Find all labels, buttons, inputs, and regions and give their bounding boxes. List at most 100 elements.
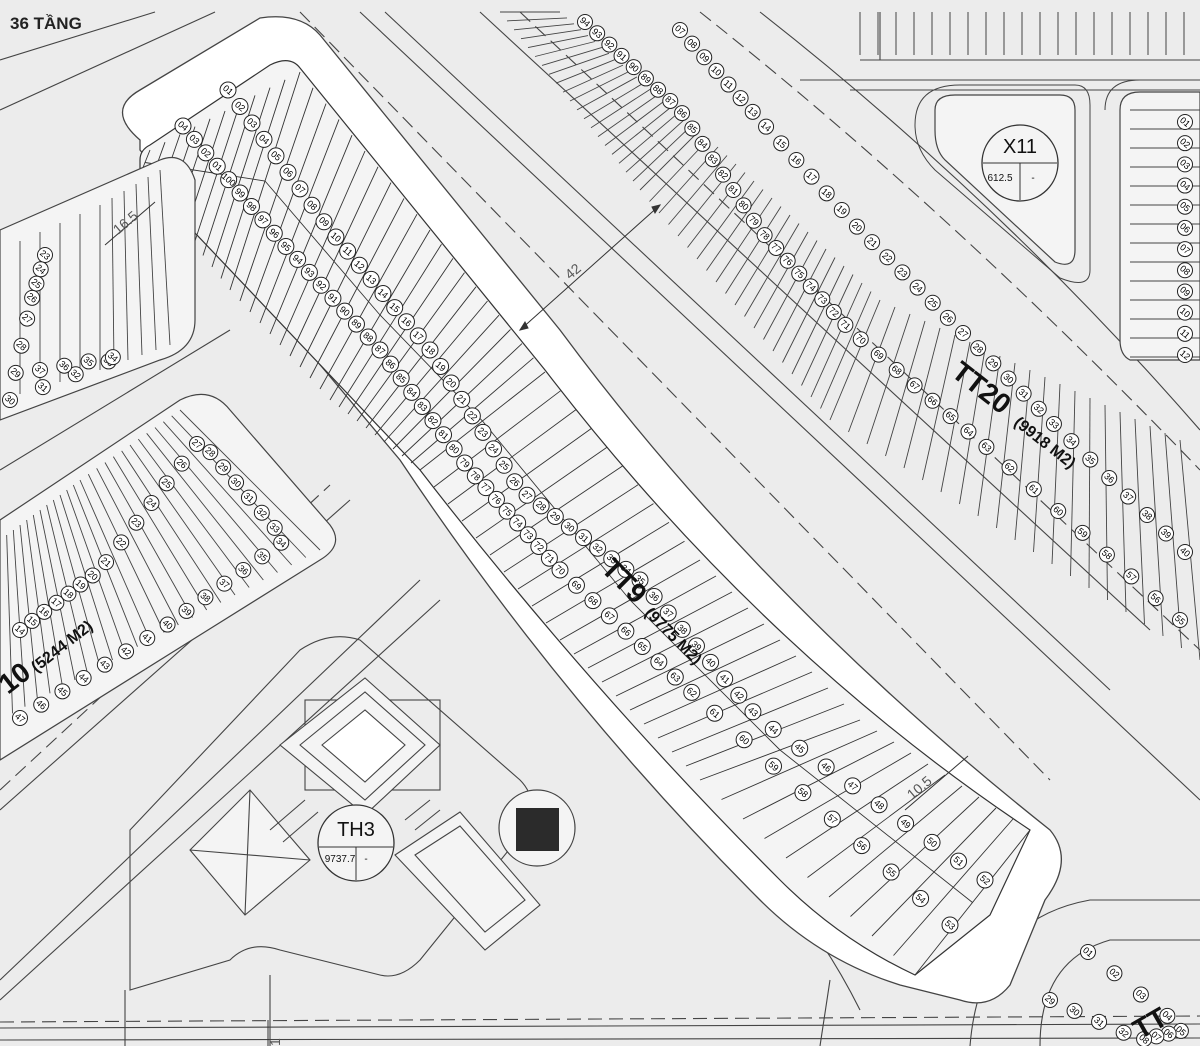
tt9-bottom-lot[interactable]: 96	[265, 224, 283, 242]
tt10-b-lot[interactable]: 45	[54, 683, 71, 700]
tt9-bottom-lot[interactable]: 74	[509, 514, 527, 532]
tt9-bottom-lot[interactable]: 71	[540, 549, 558, 567]
tt9-top-lot[interactable]: 02	[231, 97, 249, 115]
tt10-a-lot[interactable]: 32	[67, 366, 84, 383]
tt9-top-lot[interactable]: 48	[870, 796, 888, 814]
bottom-right-lot[interactable]: 30	[1066, 1002, 1083, 1019]
tt10-b-lot[interactable]: 27	[188, 435, 205, 452]
tt20-top-lot[interactable]: 31	[1015, 385, 1032, 402]
right-col-lot[interactable]: 11	[1177, 325, 1193, 342]
tt9-top-lot[interactable]: 13	[362, 270, 380, 288]
tt9-bottom-lot[interactable]: 65	[633, 637, 651, 655]
tt20-bottom-lot[interactable]: 83	[704, 151, 721, 168]
tt9-bottom-lot[interactable]: 84	[403, 383, 421, 401]
tt20-bottom-lot[interactable]: 79	[745, 212, 762, 229]
tt10-b-lot[interactable]: 40	[159, 616, 176, 633]
right-col-lot[interactable]: 09	[1177, 283, 1193, 300]
tt9-top-lot[interactable]: 25	[495, 456, 513, 474]
tt9-bottom-lot[interactable]: 87	[371, 341, 389, 359]
tt9-bottom-lot[interactable]: 54	[912, 890, 930, 908]
tt10-b-lot[interactable]: 18	[60, 585, 77, 602]
tt20-top-lot[interactable]: 08	[684, 35, 701, 52]
tt9-bottom-lot[interactable]: 68	[584, 592, 602, 610]
tt10-b-lot[interactable]: 24	[143, 495, 160, 512]
right-col-lot[interactable]: 04	[1177, 177, 1193, 194]
tt10-b-lot[interactable]: 44	[75, 670, 92, 686]
tt9-top-lot[interactable]: 36	[645, 587, 663, 605]
tt20-top-lot[interactable]: 40	[1177, 544, 1193, 560]
tt20-bottom-lot[interactable]: 58	[1098, 546, 1115, 563]
tt10-a-lot[interactable]: 37	[32, 362, 48, 378]
tt9-bottom-lot[interactable]: 75	[498, 502, 516, 520]
tt9-top-lot[interactable]: 16	[397, 313, 415, 331]
tt10-b-lot[interactable]: 33	[266, 519, 283, 536]
tt10-b-lot[interactable]: 37	[216, 575, 233, 592]
tt9-bottom-lot[interactable]: 88	[359, 328, 377, 346]
tt20-top-lot[interactable]: 24	[909, 279, 926, 296]
tt9-bottom-lot[interactable]: 85	[392, 369, 410, 387]
tt9-bottom-lot[interactable]: 55	[882, 863, 900, 881]
tt9-top-lot[interactable]: 26	[506, 473, 524, 491]
tt10-b-lot[interactable]: 39	[178, 602, 195, 619]
tt10-a-lot[interactable]: 31	[34, 379, 51, 396]
bottom-right-lot[interactable]: 29	[1042, 992, 1058, 1008]
tt20-bottom-lot[interactable]: 71	[837, 316, 854, 333]
tt20-bottom-lot[interactable]: 73	[814, 291, 831, 308]
tt20-bottom-lot[interactable]: 67	[906, 377, 923, 394]
tt20-top-lot[interactable]: 19	[833, 202, 850, 218]
tt20-bottom-lot[interactable]: 86	[674, 105, 691, 122]
tt9-bottom-lot[interactable]: 61	[706, 704, 724, 722]
tt10-a-lot[interactable]: 36	[56, 357, 73, 374]
tt9-top-lot[interactable]: 43	[744, 703, 762, 721]
tt10-a-lot[interactable]: 23	[37, 247, 53, 263]
tt9-top-lot[interactable]: 28	[532, 497, 550, 515]
tt9-bottom-lot[interactable]: 60	[735, 731, 753, 749]
tt20-top-lot[interactable]: 11	[720, 76, 737, 93]
tt10-a-lot[interactable]: 27	[19, 310, 36, 327]
tt10-a-lot[interactable]: 34	[104, 349, 121, 366]
tt9-bottom-lot[interactable]: 89	[347, 315, 365, 333]
tt10-a-lot[interactable]: 24	[32, 261, 49, 278]
tt10-b-lot[interactable]: 32	[253, 504, 270, 521]
tt20-bottom-lot[interactable]: 62	[1001, 459, 1018, 476]
tt20-top-lot[interactable]: 07	[672, 22, 688, 38]
tt10-b-lot[interactable]: 20	[84, 567, 101, 584]
tt20-top-lot[interactable]: 29	[985, 355, 1002, 372]
tt20-bottom-lot[interactable]: 80	[735, 197, 752, 214]
tt20-top-lot[interactable]: 25	[924, 294, 941, 311]
tt9-top-lot[interactable]: 29	[546, 507, 564, 525]
right-col-lot[interactable]: 02	[1177, 135, 1193, 152]
tt9-top-lot[interactable]: 08	[303, 196, 321, 214]
right-col-lot[interactable]: 07	[1177, 241, 1193, 258]
tt10-b-lot[interactable]: 15	[24, 612, 41, 629]
tt9-top-lot[interactable]: 40	[702, 653, 720, 671]
bottom-right-lot[interactable]: 05	[1172, 1022, 1189, 1039]
tt20-top-lot[interactable]: 39	[1158, 525, 1175, 542]
tt9-top-lot[interactable]: 47	[844, 777, 862, 795]
right-col-lot[interactable]: 01	[1177, 114, 1193, 130]
tt9-top-lot[interactable]: 37	[659, 604, 677, 622]
tt20-bottom-lot[interactable]: 61	[1025, 481, 1042, 498]
tt9-top-lot[interactable]: 41	[716, 670, 734, 688]
tt20-bottom-lot[interactable]: 90	[625, 59, 642, 76]
bottom-right-lot[interactable]: 31	[1091, 1013, 1108, 1030]
tt9-bottom-lot[interactable]: 100	[220, 171, 238, 188]
tt20-top-lot[interactable]: 34	[1063, 433, 1080, 450]
tt10-b-lot[interactable]: 26	[173, 455, 190, 472]
tt9-bottom-lot[interactable]: 99	[231, 184, 249, 202]
tt20-bottom-lot[interactable]: 93	[589, 25, 606, 42]
tt9-top-lot[interactable]: 17	[409, 327, 427, 345]
bottom-right-lot[interactable]: 07	[1148, 1028, 1165, 1045]
bottom-right-lot[interactable]: 04	[1159, 1007, 1176, 1024]
right-col-lot[interactable]: 12	[1177, 347, 1193, 363]
tt20-bottom-lot[interactable]: 66	[924, 392, 941, 409]
bottom-right-lot[interactable]: 02	[1106, 965, 1123, 982]
tt9-top-lot[interactable]: 23	[474, 423, 492, 441]
tt9-top-lot[interactable]: 31	[575, 529, 593, 547]
bottom-right-lot[interactable]: 03	[1132, 986, 1149, 1003]
bottom-right-lot[interactable]: 32	[1115, 1024, 1132, 1041]
tt20-bottom-lot[interactable]: 89	[637, 70, 654, 87]
tt10-b-lot[interactable]: 28	[202, 444, 219, 461]
tt9-bottom-lot[interactable]: 82	[424, 412, 442, 430]
tt9-top-lot[interactable]: 06	[279, 163, 297, 181]
